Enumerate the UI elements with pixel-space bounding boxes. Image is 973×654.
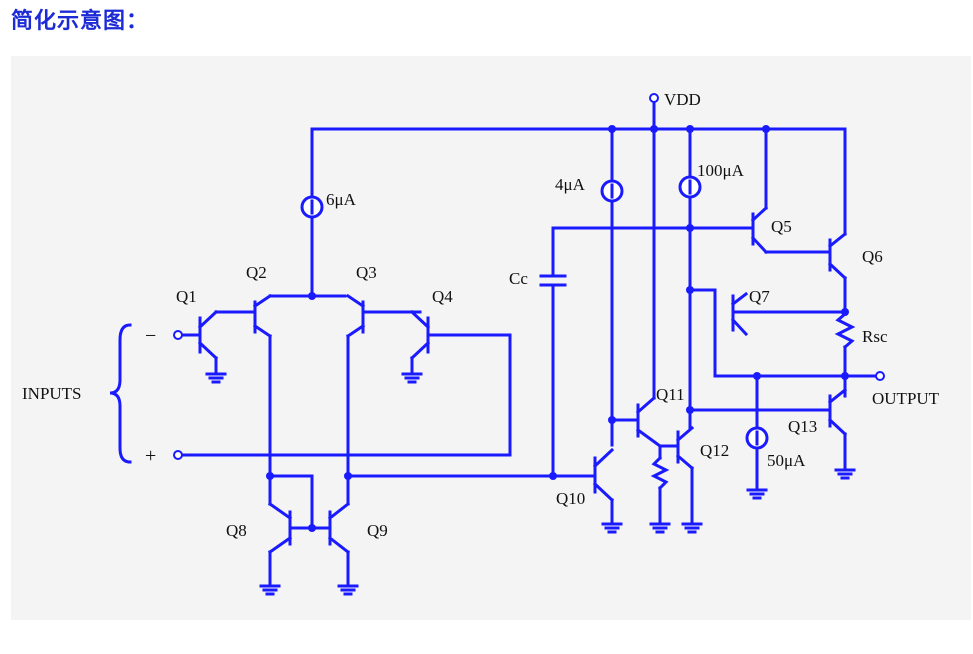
input-plus-line	[173, 330, 512, 460]
label-q1: Q1	[176, 287, 197, 306]
transistor-q7	[713, 288, 885, 381]
vdd-rail	[310, 93, 847, 131]
mirror-q8-q9	[259, 474, 597, 596]
transistor-q1	[179, 309, 257, 384]
label-q5: Q5	[771, 217, 792, 236]
transistor-q4	[401, 309, 512, 457]
label-rsc: Rsc	[862, 327, 888, 346]
label-q9: Q9	[367, 521, 388, 540]
vdd-label: VDD	[664, 90, 701, 109]
label-q12: Q12	[700, 441, 729, 460]
compensation-capacitor	[539, 226, 755, 478]
transistor-q12	[675, 425, 703, 534]
transistor-q10	[592, 418, 640, 534]
current-source-4ua	[600, 127, 624, 447]
label-q3: Q3	[356, 263, 377, 282]
label-6ua: 6μA	[326, 190, 357, 209]
transistor-q5	[750, 127, 832, 255]
transistor-q2	[252, 293, 347, 478]
label-q2: Q2	[246, 263, 267, 282]
label-100ua: 100μA	[697, 161, 745, 180]
label-output: OUTPUT	[872, 389, 940, 408]
label-inputs: INPUTS	[22, 384, 82, 403]
label-minus: −	[145, 325, 156, 347]
label-q7: Q7	[749, 287, 770, 306]
label-q13: Q13	[788, 417, 817, 436]
transistor-q6	[827, 127, 848, 316]
inputs-brace	[109, 323, 132, 464]
current-source-6ua	[300, 127, 324, 298]
current-source-50ua	[745, 374, 769, 500]
label-4ua: 4μA	[555, 175, 586, 194]
transistor-q3	[345, 293, 422, 478]
label-cc: Cc	[509, 269, 528, 288]
label-q4: Q4	[432, 287, 453, 306]
schematic-panel	[11, 56, 971, 620]
junction-dots	[266, 125, 849, 532]
transistor-q11	[635, 127, 680, 534]
transistor-q13	[827, 374, 856, 480]
page-title: 简化示意图：	[11, 9, 150, 34]
label-q6: Q6	[862, 247, 883, 266]
label-50ua: 50μA	[767, 451, 806, 470]
label-q8: Q8	[226, 521, 247, 540]
current-source-100ua	[678, 127, 832, 430]
label-plus: +	[145, 445, 156, 467]
label-q11: Q11	[656, 385, 685, 404]
label-q10: Q10	[556, 489, 585, 508]
